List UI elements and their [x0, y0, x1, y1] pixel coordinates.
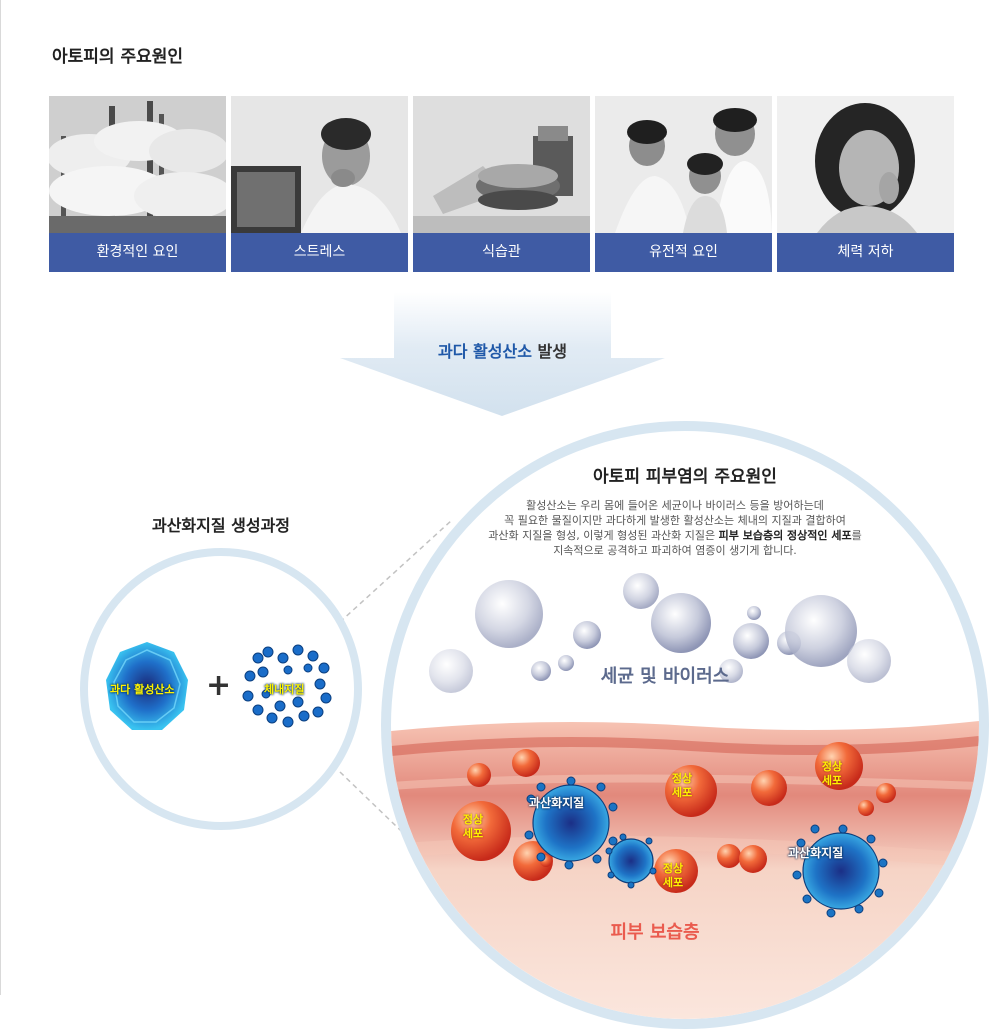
down-arrow-icon	[340, 292, 665, 416]
page-left-border	[0, 0, 1, 995]
normal-cells	[451, 742, 896, 893]
normal-cell-label: 정상 세포	[462, 813, 484, 840]
arrow-highlight: 과다 활성산소	[438, 342, 532, 361]
arrow-suffix: 발생	[531, 342, 567, 361]
desc-text: 과산화 지질을 형성, 이렇게 형성된 과산화 지질은	[488, 529, 719, 542]
ros-label: 과다 활성산소	[110, 683, 175, 696]
normal-cell-label: 정상 세포	[821, 760, 843, 787]
oxidized-lipids	[532, 784, 880, 910]
lipid-label: 체내지질	[264, 683, 305, 696]
oxidized-lipid-label: 과산화지질	[529, 796, 585, 810]
oxidized-lipid-label: 과산화지질	[788, 846, 844, 860]
germ-virus-label: 세균 및 바이러스	[600, 666, 730, 687]
desc-text: 를	[851, 529, 862, 542]
cause-card-environment: 환경적인 요인	[49, 96, 226, 272]
family-photo	[595, 96, 772, 233]
stressed-man-photo	[231, 96, 408, 233]
desc-emphasis: 피부 보습층의 정상적인 세포	[718, 529, 852, 542]
lipid-cluster-icon	[242, 644, 332, 728]
process-title: 과산화지질 생성과정	[151, 516, 291, 535]
atopy-description: 활성산소는 우리 몸에 들어온 세균이나 바이러스 등을 방어하는데 꼭 필요한…	[445, 498, 905, 558]
plus-icon: +	[206, 668, 232, 703]
atopy-title: 아토피 피부염의 주요원인	[593, 467, 777, 487]
cause-card-genetic: 유전적 요인	[595, 96, 772, 272]
cause-card-fatigue: 체력 저하	[777, 96, 954, 272]
skin-layer-label: 피부 보습층	[610, 922, 700, 943]
tired-woman-photo	[777, 96, 954, 233]
active-oxygen-badge	[106, 642, 188, 730]
cause-label: 유전적 요인	[595, 233, 772, 272]
atopy-illustration	[391, 573, 979, 1019]
cause-card-stress: 스트레스	[231, 96, 408, 272]
cause-card-diet: 식습관	[413, 96, 590, 272]
desc-line: 꼭 필요한 물질이지만 과다하게 발생한 활성산소는 체내의 지질과 결합하여	[504, 514, 846, 527]
normal-cell-label: 정상 세포	[662, 862, 684, 889]
cause-label: 식습관	[413, 233, 590, 272]
atopy-circle	[381, 421, 989, 1029]
factory-smoke-photo	[49, 96, 226, 233]
cause-label: 환경적인 요인	[49, 233, 226, 272]
cause-label: 스트레스	[231, 233, 408, 272]
desc-line: 과산화 지질을 형성, 이렇게 형성된 과산화 지질은 피부 보습층의 정상적인…	[445, 528, 905, 543]
cause-row: 환경적인 요인 스트레스	[49, 96, 954, 272]
desc-line: 활성산소는 우리 몸에 들어온 세균이나 바이러스 등을 방어하는데	[526, 499, 824, 512]
desc-line: 지속적으로 공격하고 파괴하여 염증이 생기게 합니다.	[553, 544, 797, 557]
virus-group	[429, 573, 891, 693]
cause-label: 체력 저하	[777, 233, 954, 272]
arrow-caption: 과다 활성산소 발생	[340, 338, 665, 362]
normal-cell-label: 정상 세포	[671, 772, 693, 799]
fast-food-photo	[413, 96, 590, 233]
section-title: 아토피의 주요원인	[52, 47, 184, 67]
